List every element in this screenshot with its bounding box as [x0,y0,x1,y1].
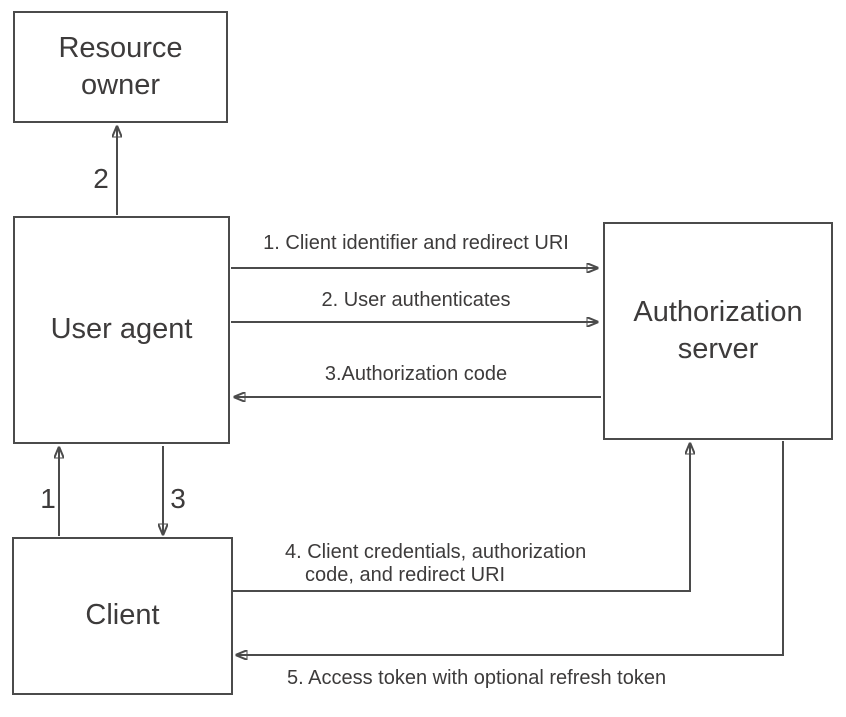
node-user-agent-label: User agent [50,313,193,346]
arrow-step5-authserver-to-client [237,441,784,655]
step-number-1: 1 [40,483,56,514]
node-client: Client [12,537,233,695]
node-client-label: Client [85,599,160,632]
node-resource-owner-label: Resource owner [58,31,183,101]
node-user-agent: User agent [13,216,230,444]
message-label-step5: 5. Access token with optional refresh to… [287,667,667,689]
message-label-step3: 3.Authorization code [324,363,508,385]
node-authorization-server-label: Authorization server [633,295,803,365]
step-number-3: 3 [170,483,186,514]
node-authorization-server: Authorization server [603,222,833,440]
arrow-step4-client-to-authserver [233,444,690,592]
message-label-step1: 1. Client identifier and redirect URI [263,232,569,254]
message-label-step2: 2. User authenticates [321,289,511,311]
node-resource-owner: Resource owner [13,11,228,123]
step-number-2: 2 [93,163,109,194]
message-label-step4: 4. Client credentials, authorization cod… [285,541,587,586]
